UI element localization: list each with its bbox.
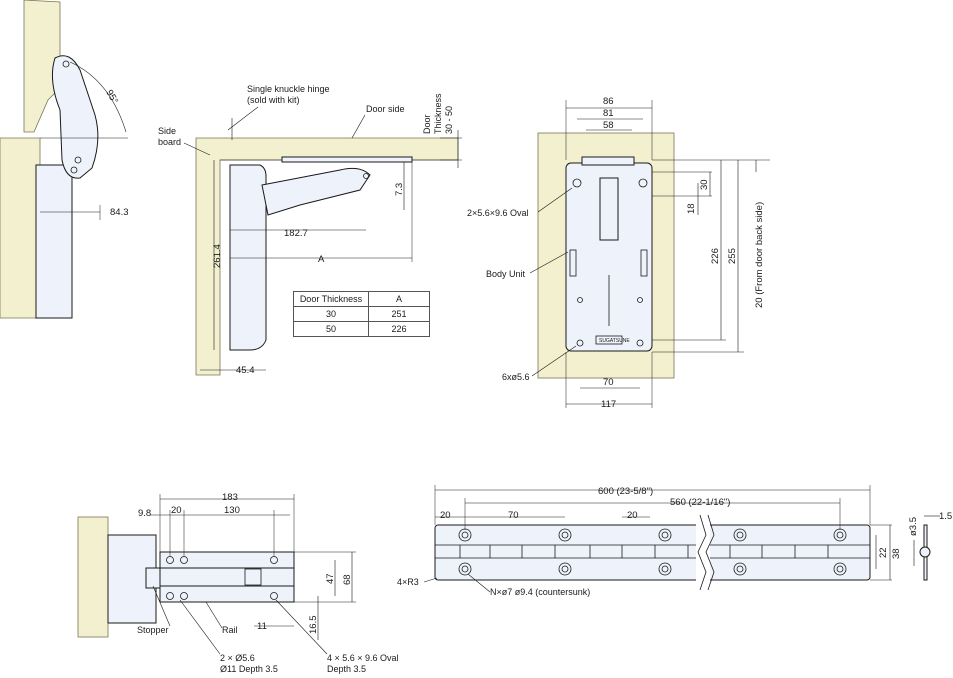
- dim-183: 183: [222, 492, 238, 503]
- dim-117: 117: [601, 399, 616, 410]
- rail-view: 183 9.8 20 130 47 68 11 16.5 Stopper Rai…: [77, 492, 399, 674]
- dim-phi-3-5: ø3.5: [908, 517, 919, 536]
- pin-profile: [919, 546, 931, 558]
- side-view-open: 95° 84.3: [0, 0, 129, 319]
- label-door: Door: [422, 114, 432, 134]
- door-mount-plate: [281, 156, 413, 163]
- angle-arc: [69, 61, 127, 133]
- center-slot: [599, 177, 619, 241]
- dim-70: 70: [603, 377, 614, 388]
- body-unit-side: [35, 164, 73, 319]
- dim-58: 58: [603, 120, 614, 131]
- label-rail: Rail: [222, 625, 238, 635]
- body-unit-closed: [229, 164, 267, 351]
- side-view-closed: Single knuckle hinge (sold with kit) Doo…: [158, 84, 462, 376]
- table-cell: 251: [368, 306, 430, 322]
- dim-A: A: [318, 254, 325, 265]
- label-sold-with-kit: (sold with kit): [247, 95, 300, 105]
- table-row: 50 226: [293, 321, 430, 337]
- dim-182-7: 182.7: [284, 228, 308, 239]
- dim-68: 68: [342, 574, 353, 585]
- side-board-wood: [0, 137, 41, 319]
- dim-130: 130: [224, 505, 240, 516]
- dim-20-left: 20: [440, 510, 451, 521]
- label-thickness: Thickness: [433, 93, 443, 134]
- dim-7-3: 7.3: [394, 183, 405, 196]
- knuckle-hinge-view: 600 (23-5/8") 560 (22-1/16") 20 70 20 22…: [397, 485, 952, 597]
- label-oval-4x-2: Depth 3.5: [327, 664, 366, 674]
- dim-38: 38: [891, 548, 902, 559]
- table-header-a: A: [368, 291, 430, 307]
- dim-18: 18: [686, 203, 697, 214]
- dim-16-5: 16.5: [308, 616, 319, 635]
- label-r3: 4×R3: [397, 577, 419, 587]
- label-board: board: [158, 137, 181, 147]
- rail-slide: [159, 567, 295, 587]
- table-header-door-thickness: Door Thickness: [293, 291, 369, 307]
- table-cell: 226: [368, 321, 430, 337]
- arm-linkage: [51, 55, 99, 179]
- label-single-knuckle: Single knuckle hinge: [247, 84, 330, 94]
- label-body-unit: Body Unit: [486, 269, 526, 279]
- dim-1-5: 1.5: [939, 511, 952, 522]
- dim-9-8: 9.8: [138, 508, 151, 519]
- dim-261-4: 261.4: [212, 244, 223, 268]
- top-bar: [581, 156, 635, 166]
- dim-20: 20: [171, 505, 182, 516]
- label-holes-2x-2: Ø11 Depth 3.5: [220, 664, 278, 674]
- stopper-block: [145, 567, 161, 589]
- dim-226: 226: [710, 248, 721, 264]
- label-oval-2x: 2×5.6×9.6 Oval: [467, 208, 529, 218]
- dim-45-4: 45.4: [236, 365, 255, 376]
- door-panel-open: [23, 0, 61, 133]
- dim-84-3: 84.3: [110, 207, 129, 218]
- dim-600: 600 (23-5/8"): [598, 486, 653, 497]
- label-thickness-range: 30 - 50: [444, 106, 454, 134]
- label-door-side: Door side: [366, 104, 405, 114]
- knuckle-segments: [459, 545, 829, 558]
- label-stopper: Stopper: [137, 625, 169, 635]
- label-oval-4x-1: 4 × 5.6 × 9.6 Oval: [327, 653, 399, 663]
- arm-closed: [261, 167, 371, 216]
- label-holes-2x-1: 2 × Ø5.6: [220, 653, 255, 663]
- dim-560: 560 (22-1/16"): [670, 497, 730, 508]
- hinge-plate: [434, 524, 871, 581]
- front-view: SUGATSUNE 86 81 58 30 18 226 255 20 (Fro…: [467, 96, 770, 410]
- dim-86: 86: [603, 96, 614, 107]
- table-row: 30 251: [293, 306, 430, 322]
- label-holes-6x: 6xø5.6: [502, 372, 530, 382]
- dim-81: 81: [603, 108, 614, 119]
- break-gap: [696, 515, 710, 590]
- table-cell: 30: [293, 306, 369, 322]
- label-countersunk: N×ø7 ø9.4 (countersunk): [490, 587, 590, 597]
- dim-22: 22: [878, 547, 889, 558]
- logo-text: SUGATSUNE: [599, 338, 630, 344]
- table-header-row: Door Thickness A: [293, 291, 430, 307]
- label-side: Side: [158, 126, 176, 136]
- dim-70-hinge: 70: [508, 510, 519, 521]
- door-thickness-table: Door Thickness A 30 251 50 226: [293, 291, 430, 337]
- dim-47: 47: [325, 573, 336, 584]
- rail-wood: [77, 516, 109, 638]
- dim-20-mid: 20: [627, 510, 638, 521]
- dim-11: 11: [257, 621, 267, 632]
- dim-20-back: 20 (From door back side): [754, 202, 765, 308]
- dim-30: 30: [699, 179, 710, 190]
- table-cell: 50: [293, 321, 369, 337]
- dim-255: 255: [727, 248, 738, 264]
